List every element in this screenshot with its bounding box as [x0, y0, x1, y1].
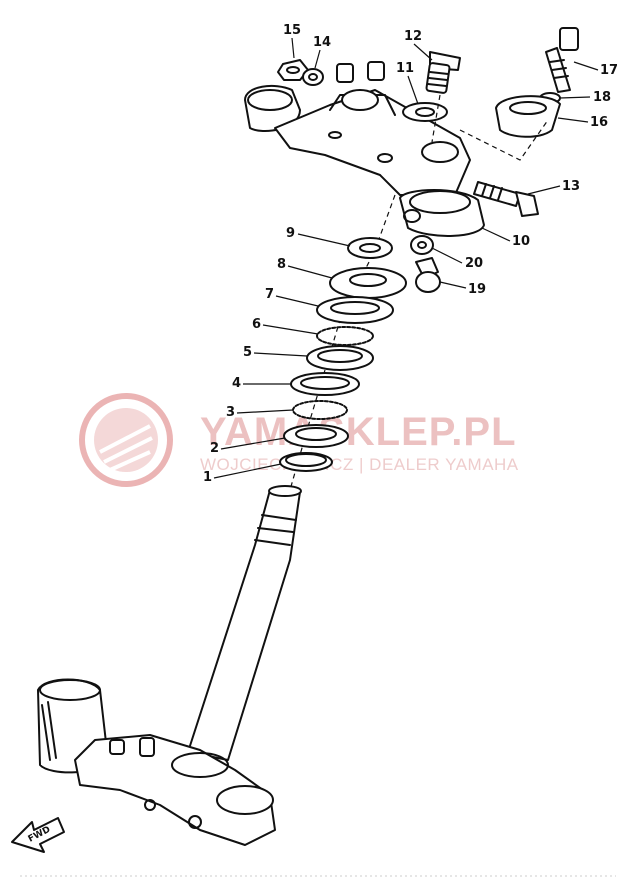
callout-11: 11 — [396, 61, 414, 76]
callout-1: 1 — [203, 470, 212, 485]
watermark-subtitle: WOJCIECHOWICZ | DEALER YAMAHA — [200, 455, 519, 474]
part-11-washer — [402, 102, 448, 122]
part-13-bolt — [473, 181, 539, 217]
callout-2: 2 — [210, 441, 219, 456]
callout-14: 14 — [313, 35, 331, 50]
callout-10: 10 — [512, 234, 530, 249]
upper-bracket — [244, 61, 485, 237]
callout-3: 3 — [226, 405, 235, 420]
callout-12: 12 — [404, 29, 422, 44]
part-20-washer — [410, 235, 434, 255]
part-6-ball-bearings — [316, 326, 374, 346]
watermark: YAMASKLEP.PL WOJCIECHOWICZ | DEALER YAMA… — [79, 393, 519, 487]
part-2-race — [283, 424, 349, 448]
steering-stem — [187, 485, 302, 761]
part-1-seal — [279, 452, 333, 472]
callout-16: 16 — [590, 115, 608, 130]
callout-9: 9 — [286, 226, 295, 241]
part-14-washer — [302, 68, 324, 86]
under-bracket — [37, 678, 276, 846]
watermark-logo — [79, 393, 173, 487]
fwd-arrow-icon: FWD — [11, 817, 65, 853]
callout-8: 8 — [277, 257, 286, 272]
part-17-bolt — [545, 27, 579, 93]
callout-17: 17 — [600, 63, 618, 78]
callout-19: 19 — [468, 282, 486, 297]
watermark-title: YAMASKLEP.PL — [200, 410, 517, 454]
part-12-bolt — [425, 51, 461, 94]
callouts: 15 14 12 11 17 18 16 13 10 9 20 8 — [203, 23, 618, 485]
callout-18: 18 — [593, 90, 611, 105]
part-5-race — [306, 345, 374, 371]
callout-13: 13 — [562, 179, 580, 194]
part-16-cap — [495, 95, 561, 138]
part-15-nut — [277, 59, 309, 81]
callout-7: 7 — [265, 287, 274, 302]
callout-5: 5 — [243, 345, 252, 360]
part-4-race — [290, 372, 360, 396]
callout-6: 6 — [252, 317, 261, 332]
callout-15: 15 — [283, 23, 301, 38]
part-8-cover — [329, 267, 407, 299]
part-7-race — [316, 296, 394, 324]
part-19-bolt — [415, 257, 441, 293]
callout-4: 4 — [232, 376, 241, 391]
assembly-line-right — [459, 119, 549, 161]
assembly-line-bolt — [431, 94, 441, 143]
part-9-ring-nut — [347, 237, 393, 259]
callout-20: 20 — [465, 256, 483, 271]
